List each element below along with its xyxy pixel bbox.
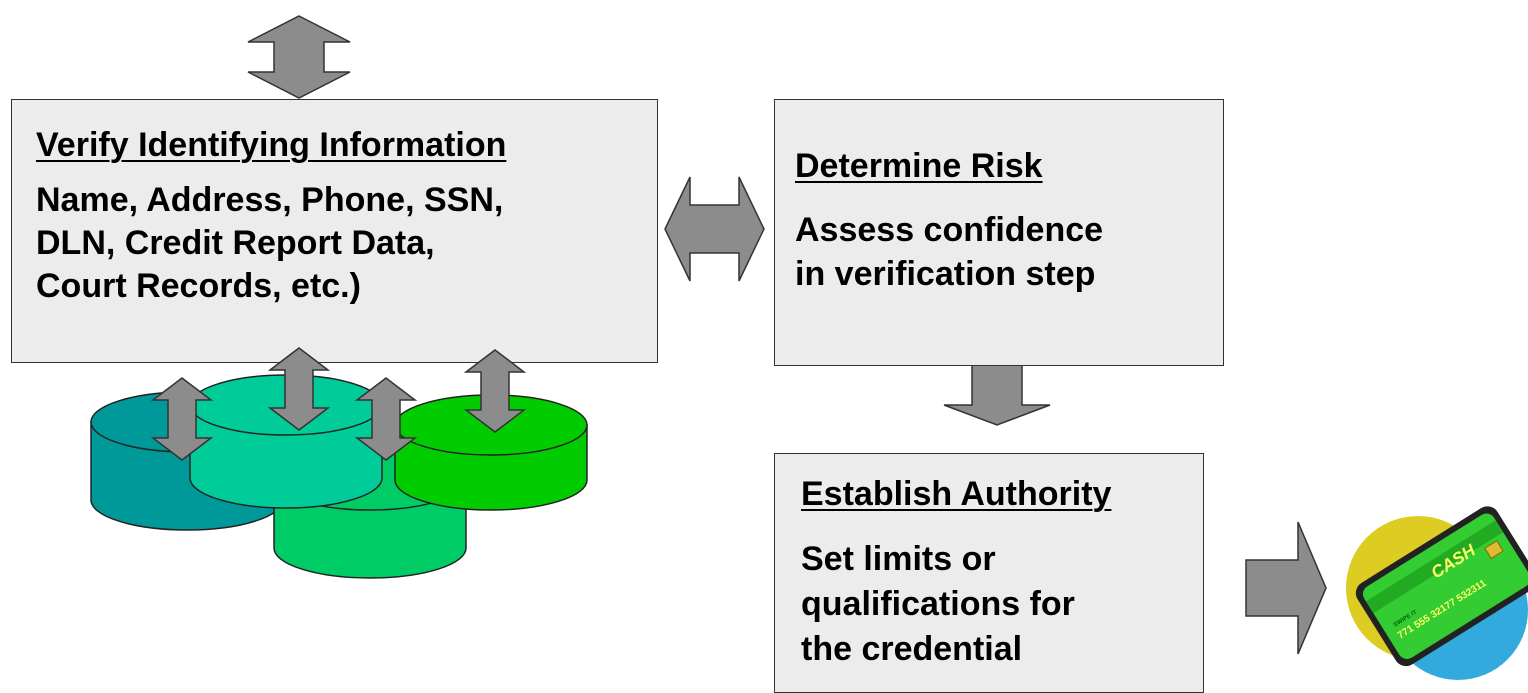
verify-identifying-information-box: Verify Identifying Information Name, Add… xyxy=(11,99,658,363)
double-vertical-arrow-icon xyxy=(150,377,214,461)
establish-authority-box: Establish Authority Set limits or qualif… xyxy=(774,453,1204,693)
risk-box-title: Determine Risk xyxy=(795,147,1043,185)
authority-box-body: Set limits or qualifications for the cre… xyxy=(801,540,1075,668)
database-icon xyxy=(394,394,588,511)
verify-box-body: Name, Address, Phone, SSN, DLN, Credit R… xyxy=(36,181,504,305)
down-arrow-icon xyxy=(943,362,1051,426)
double-horizontal-arrow-icon xyxy=(664,176,765,282)
double-vertical-arrow-icon xyxy=(247,15,351,99)
double-vertical-arrow-icon xyxy=(354,377,418,461)
authority-box-title: Establish Authority xyxy=(801,475,1112,513)
credit-card-icon: CASH 771 555 32177 532311 SWIPE IT xyxy=(1346,506,1528,680)
verify-box-title: Verify Identifying Information xyxy=(36,126,507,164)
double-vertical-arrow-icon xyxy=(267,347,331,431)
right-arrow-icon xyxy=(1245,521,1327,655)
risk-box-body: Assess confidence in verification step xyxy=(795,211,1104,293)
double-vertical-arrow-icon xyxy=(463,349,527,433)
determine-risk-box: Determine Risk Assess confidence in veri… xyxy=(774,99,1224,366)
